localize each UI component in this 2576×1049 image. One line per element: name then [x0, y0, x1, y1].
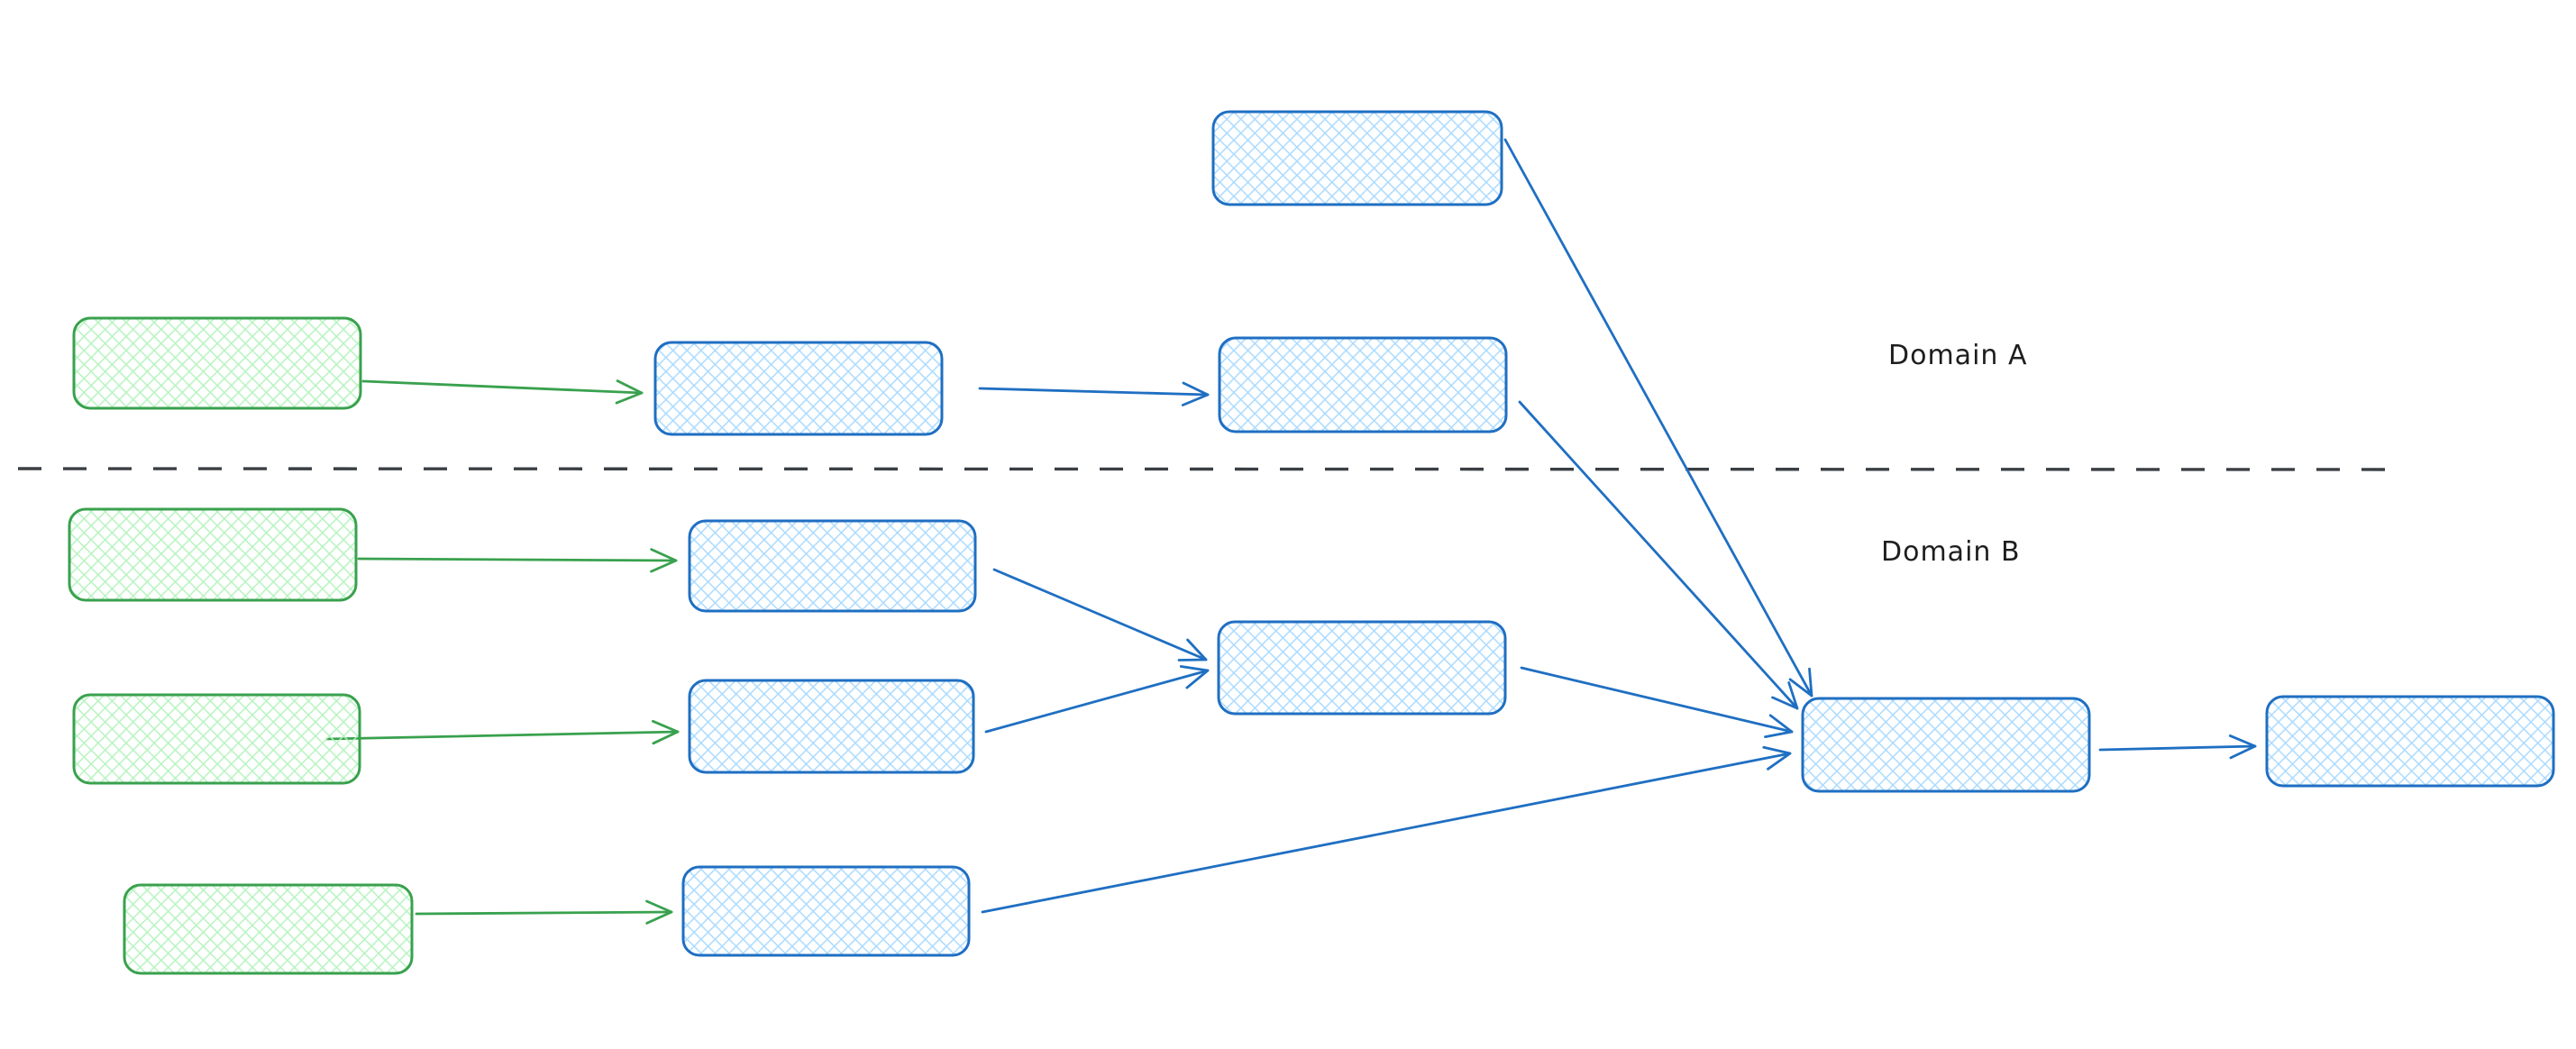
edge-merge-to-final [2098, 744, 2257, 752]
node-domain-b-source-1[interactable] [68, 507, 358, 602]
edge-b-merge-to-merge [1520, 666, 1794, 734]
node-domain-b-source-2[interactable] [72, 693, 361, 785]
node-domain-a-stage-2[interactable] [1218, 336, 1508, 433]
domain-divider-line [17, 467, 2394, 471]
edge-b-stage1-to-bmerge-arrowhead-icon [1177, 638, 1208, 661]
edge-b-merge-to-merge-arrowhead-icon [1764, 714, 1794, 738]
edge-b-source3-to-stage3 [415, 910, 673, 916]
edge-a-stage1-to-stage2 [978, 387, 1210, 397]
edge-b-source1-to-stage1 [357, 557, 678, 562]
node-final-output[interactable] [2265, 695, 2555, 788]
edge-b-stage3-to-merge-arrowhead-icon [1762, 745, 1792, 771]
edge-a-source-to-stage1-arrowhead-icon [615, 379, 644, 405]
edge-b-stage1-to-bmerge [992, 568, 1208, 661]
node-domain-a-stage-1[interactable] [653, 341, 944, 436]
node-domain-b-stage-3[interactable] [681, 865, 971, 957]
edge-a-input-top-to-merge [1503, 138, 1813, 698]
edge-a-stage2-to-merge [1518, 400, 1799, 710]
node-shared-merge[interactable] [1801, 697, 2091, 793]
domain-a-label: Domain A [1888, 340, 2027, 371]
edge-a-input-top-to-merge-arrowhead-icon [1788, 667, 1813, 698]
node-domain-a-source[interactable] [72, 316, 362, 410]
node-domain-a-input-top[interactable] [1211, 110, 1503, 206]
edge-b-source1-to-stage1-arrowhead-icon [650, 548, 678, 573]
edge-merge-to-final-arrowhead-icon [2228, 734, 2257, 760]
edge-b-source2-to-stage2 [325, 730, 680, 741]
domain-b-label: Domain B [1881, 536, 2021, 568]
node-domain-b-merge[interactable] [1217, 620, 1507, 716]
nodes-layer [68, 110, 2555, 975]
node-domain-b-source-3[interactable] [123, 883, 414, 975]
edges-layer [325, 138, 2257, 925]
edge-a-stage2-to-merge-arrowhead-icon [1771, 681, 1799, 710]
node-domain-b-stage-2[interactable] [688, 679, 975, 774]
edge-a-source-to-stage1 [361, 379, 644, 395]
node-domain-b-stage-1[interactable] [688, 519, 977, 613]
edge-b-stage2-to-bmerge [984, 669, 1210, 734]
edge-b-stage3-to-merge [981, 752, 1792, 914]
edge-b-source2-to-stage2-arrowhead-icon [652, 719, 680, 745]
edge-b-stage2-to-bmerge-arrowhead-icon [1179, 665, 1210, 689]
edge-a-stage1-to-stage2-arrowhead-icon [1181, 381, 1210, 406]
edge-b-source3-to-stage3-arrowhead-icon [645, 899, 673, 925]
